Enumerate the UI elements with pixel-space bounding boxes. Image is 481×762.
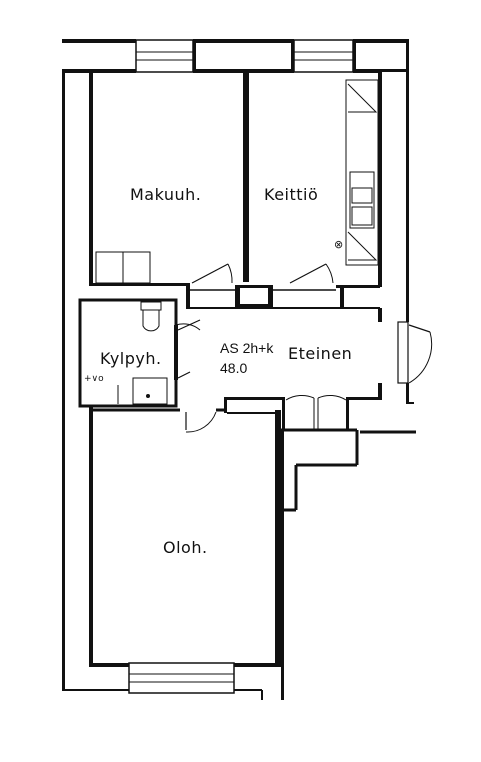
room-label-bedroom: Makuuh. [130, 185, 201, 204]
interior-walls [78, 72, 382, 663]
windows [128, 39, 354, 694]
room-label-living-room: Oloh. [163, 538, 208, 557]
svg-text:⊗: ⊗ [334, 238, 343, 251]
svg-text:+∨o: +∨o [84, 374, 104, 384]
apartment-area: 48.0 [220, 360, 247, 376]
room-label-bathroom: Kylpyh. [100, 349, 162, 368]
room-labels: Makuuh. Keittiö Kylpyh. Eteinen Oloh. AS… [100, 185, 352, 557]
room-label-hallway: Eteinen [288, 344, 352, 363]
fixtures: ⊗ +∨o [84, 79, 379, 405]
apartment-type: AS 2h+k [220, 340, 274, 356]
doors [175, 263, 433, 433]
room-label-kitchen: Keittiö [264, 185, 318, 204]
outer-walls [62, 39, 416, 700]
